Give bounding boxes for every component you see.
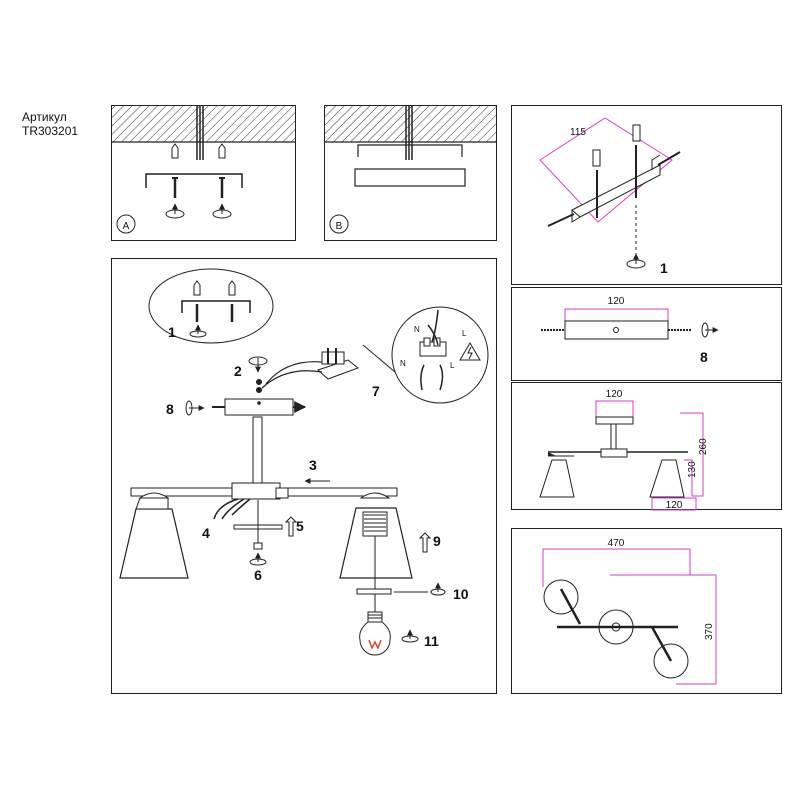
top-view-drawing: 470 370	[542, 538, 717, 685]
plate-drawing: 120 8	[541, 296, 719, 365]
wire-n-top: N	[414, 325, 420, 334]
plate-dimension: 120	[608, 296, 625, 307]
step-7-label: 7	[372, 383, 380, 399]
step-3-label: 3	[309, 457, 317, 473]
step-2-label: 2	[234, 363, 242, 379]
bracket-drawing: 115 1	[539, 117, 681, 276]
bracket-step-label: 1	[660, 260, 668, 276]
plate-step-label: 8	[700, 349, 708, 365]
side-view-drawing: 120 260 130 120	[539, 389, 709, 511]
step-5-label: 5	[296, 518, 304, 534]
side-height-total: 260	[698, 438, 709, 455]
article-label: Артикул	[22, 110, 67, 124]
wire-l-top: L	[462, 329, 467, 338]
step-4-label: 4	[202, 525, 210, 541]
step-8-label: 8	[166, 401, 174, 417]
assembly-drawing: 1 N L N L 7 2	[119, 268, 489, 656]
mount-a-drawing: A	[112, 106, 295, 234]
side-canopy-dimension: 120	[606, 389, 623, 400]
article-info: Артикул TR303201	[22, 110, 78, 138]
step-11-label: 11	[424, 633, 439, 649]
step-10-label: 10	[453, 586, 469, 602]
side-shade-width: 120	[666, 500, 683, 511]
step-9-label: 9	[433, 533, 441, 549]
option-b-label: B	[336, 221, 343, 232]
top-view-depth: 370	[704, 623, 715, 640]
step-6-label: 6	[254, 567, 262, 583]
wire-n-bottom: N	[400, 359, 406, 368]
step-1-label: 1	[168, 324, 176, 340]
wire-l-bottom: L	[450, 361, 455, 370]
panel-bracket	[511, 105, 782, 285]
side-height-shade: 130	[687, 461, 698, 478]
article-code: TR303201	[22, 124, 79, 138]
mount-b-drawing: B	[325, 106, 496, 234]
option-a-label: A	[123, 221, 130, 232]
top-view-width: 470	[608, 538, 625, 549]
bracket-dimension: 115	[570, 127, 586, 138]
